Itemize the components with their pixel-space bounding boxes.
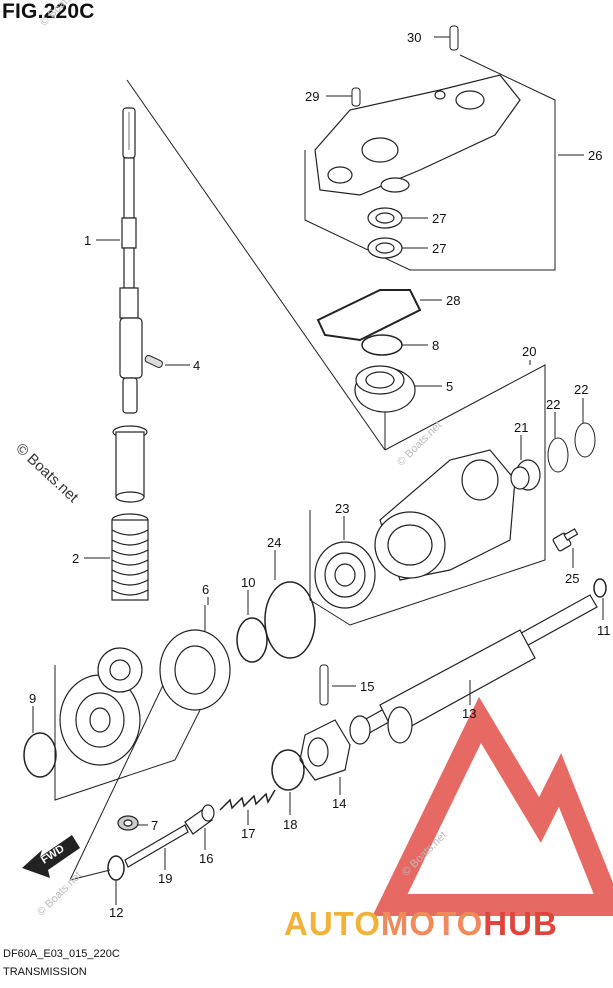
drive-shaft — [119, 107, 143, 414]
callout-numbers: 30 29 26 27 27 29 8 5 1 4 2 20 21 22 22 … — [29, 30, 611, 920]
spring-2 — [111, 513, 149, 601]
callout-5: 5 — [446, 379, 453, 394]
figure-name: TRANSMISSION — [3, 966, 87, 978]
pin-29 — [351, 87, 361, 107]
callout-12: 12 — [109, 905, 123, 920]
propeller-shaft-13 — [349, 594, 598, 745]
washer-12 — [107, 855, 125, 881]
brand-hub: HUB — [483, 905, 558, 942]
callout-2: 2 — [72, 551, 79, 566]
washer-9 — [23, 732, 57, 778]
callout-9: 9 — [29, 691, 36, 706]
callout-15: 15 — [360, 679, 374, 694]
callout-10: 10 — [241, 575, 255, 590]
o-ring-24 — [264, 581, 316, 659]
callout-22b: 22 — [574, 382, 588, 397]
leader-lines — [54, 54, 556, 881]
callout-11: 11 — [597, 623, 611, 638]
o-ring-8 — [361, 334, 403, 356]
callout-22a: 22 — [546, 397, 560, 412]
callout-27a: 27 — [432, 211, 446, 226]
callout-1: 1 — [84, 233, 91, 248]
callout-14: 14 — [332, 796, 346, 811]
shift-rod — [124, 804, 215, 868]
figure-title: FIG.220C — [2, 0, 95, 23]
gasket-28 — [316, 289, 422, 342]
callout-24: 24 — [267, 535, 281, 550]
fwd-arrow: FWD — [22, 835, 80, 878]
callout-30: 30 — [407, 30, 421, 45]
callout-4: 4 — [193, 358, 200, 373]
housing-20 — [374, 449, 516, 581]
brand-auto: AUTO — [284, 905, 381, 942]
callout-29: 29 — [305, 89, 319, 104]
pin-4 — [144, 354, 163, 368]
gears-6 — [59, 629, 231, 766]
pin-15 — [319, 664, 329, 706]
nut-7 — [117, 815, 139, 831]
seal-22a — [547, 437, 569, 473]
callout-7: 7 — [151, 818, 158, 833]
clutch-14 — [299, 719, 351, 781]
seal-22b — [574, 422, 596, 458]
callout-25: 25 — [565, 571, 579, 586]
callout-18: 18 — [283, 817, 297, 832]
brand-wordmark: AUTOMOTOHUB — [284, 905, 558, 943]
figure-code: DF60A_E03_015_220C — [3, 948, 120, 960]
ring-18 — [271, 749, 305, 791]
o-ring-11 — [593, 578, 607, 598]
brand-moto: MOTO — [380, 905, 484, 942]
callout-leaders — [32, 36, 604, 905]
bearing-23 — [314, 541, 376, 609]
callout-16: 16 — [199, 851, 213, 866]
brand-logo-mark — [372, 696, 613, 916]
sleeve — [112, 425, 148, 503]
callout-21: 21 — [514, 420, 528, 435]
plate-26 — [314, 74, 521, 196]
seals-27 — [367, 207, 403, 259]
callout-26: 26 — [588, 148, 602, 163]
spring-17 — [219, 789, 276, 811]
bearing-21 — [510, 459, 541, 491]
callout-20: 20 — [522, 344, 536, 359]
callout-17: 17 — [241, 826, 255, 841]
bearing-5 — [354, 365, 416, 413]
callout-27b: 27 — [432, 241, 446, 256]
bolt-25 — [552, 528, 579, 552]
callout-13: 13 — [462, 706, 476, 721]
o-ring-10 — [236, 617, 268, 663]
callout-23: 23 — [335, 501, 349, 516]
callout-8: 8 — [432, 338, 439, 353]
pin-30 — [449, 25, 459, 51]
callout-6: 6 — [202, 582, 209, 597]
